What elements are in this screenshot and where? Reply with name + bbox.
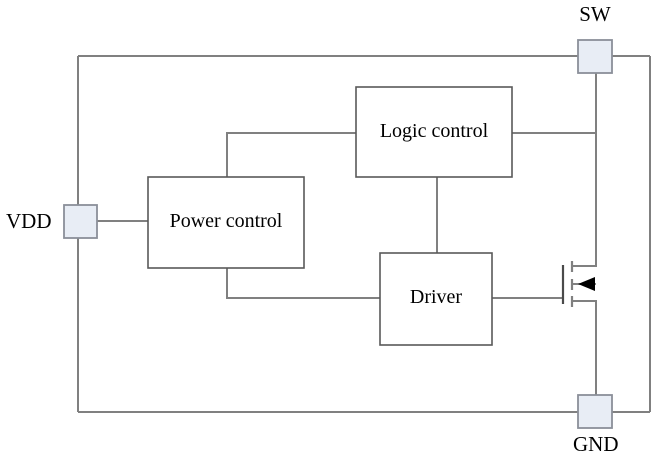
wire-power-control-to-driver [226, 268, 380, 299]
pad-vdd[interactable] [63, 204, 98, 239]
wire-mosfet-source-to-gnd [572, 300, 597, 395]
pad-layer [63, 39, 613, 429]
pin-label-sw: SW [579, 2, 611, 26]
wire-sw-to-mosfet-drain [572, 73, 597, 267]
wire-power-control-to-logic-control [226, 132, 356, 177]
mosfet-arrow-icon [578, 277, 595, 291]
pin-label-gnd: GND [573, 432, 619, 456]
block-driver[interactable] [379, 252, 493, 346]
pin-label-vdd: VDD [6, 209, 52, 233]
wire-layer [77, 55, 651, 413]
block-logic-control[interactable] [355, 86, 513, 178]
block-label-power-control: Power control [169, 210, 283, 232]
block-layer [147, 86, 513, 346]
block-power-control[interactable] [147, 176, 305, 269]
block-label-driver: Driver [409, 286, 463, 308]
pad-gnd[interactable] [577, 394, 613, 429]
pad-sw[interactable] [577, 39, 613, 74]
power-mosfet-symbol[interactable] [561, 261, 596, 307]
block-label-logic-control: Logic control [379, 120, 489, 142]
